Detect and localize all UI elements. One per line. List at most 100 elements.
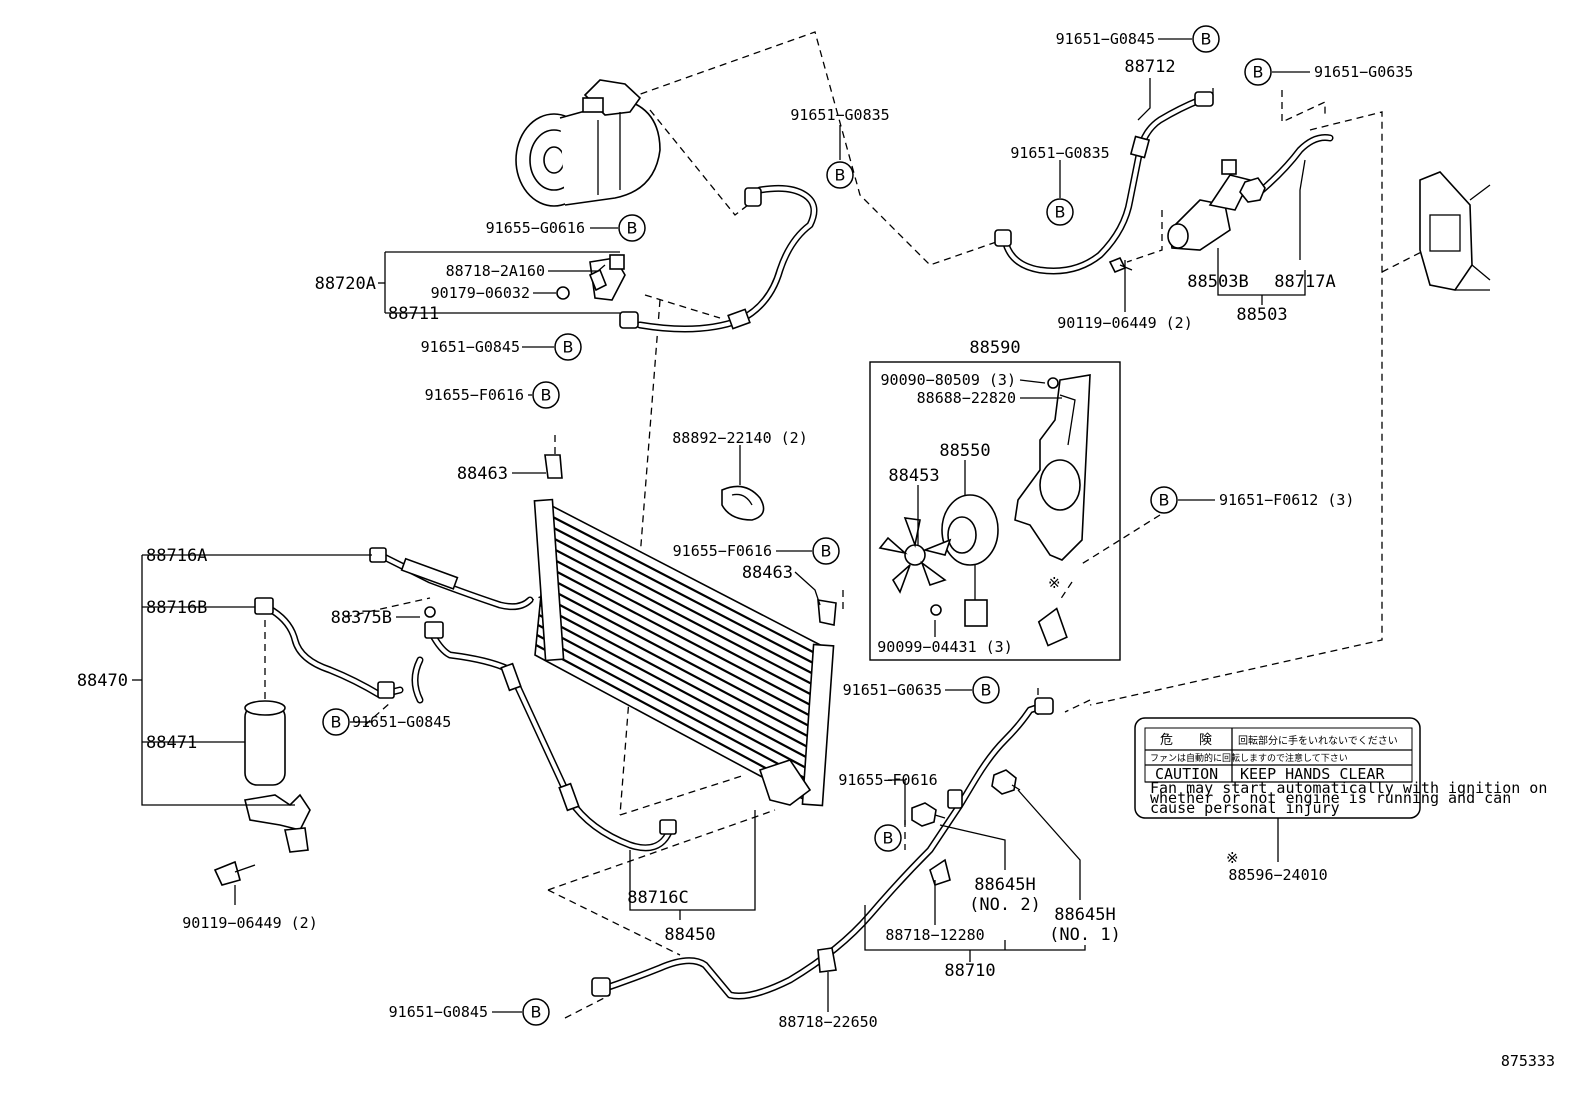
svg-text:B: B (835, 166, 846, 185)
condenser-fin (535, 644, 808, 791)
b-callout: B (1046, 198, 1074, 226)
pipe-88716B (254, 597, 436, 699)
bracket-88463-a (544, 454, 563, 479)
receiver-dryer (213, 700, 311, 886)
leader-lines (132, 38, 1310, 1013)
b-callout: B (972, 676, 1000, 704)
svg-text:B: B (981, 681, 992, 700)
warning-keep-hands: KEEP HANDS CLEAR (1240, 765, 1385, 783)
b-callout: B (554, 333, 582, 361)
note-mark-label: ※ (1226, 849, 1239, 867)
switch-88645H-no2 (911, 802, 946, 827)
label-91655-F0616-b: 91655−F0616 (673, 542, 772, 560)
warning-jp-line2: ファンは自動的に回転しますので注意して下さい (1150, 752, 1348, 764)
label-91651-G0845-top: 91651−G0845 (1056, 30, 1155, 48)
b-callout: B (874, 824, 902, 852)
b-callout: B (826, 161, 854, 189)
label-88375B: 88375B (331, 608, 392, 628)
condenser-fin (537, 624, 811, 771)
label-no1: (NO. 1) (1049, 925, 1121, 945)
label-91651-G0845-low: 91651−G0845 (352, 713, 451, 731)
svg-text:B: B (1055, 203, 1066, 222)
warning-en-line3: cause personal injury (1150, 799, 1340, 817)
body-panel (1419, 171, 1491, 291)
switch-88645H-no1 (991, 769, 1021, 795)
svg-text:B: B (627, 219, 638, 238)
label-88463-a: 88463 (457, 464, 508, 484)
label-88720A: 88720A (315, 274, 376, 294)
condenser-fin (541, 584, 818, 731)
condenser-fin (542, 574, 819, 721)
condenser-fin (536, 634, 809, 781)
clamp-88718-22650 (817, 947, 837, 973)
note-mark-fan: ※ (1048, 574, 1061, 592)
b-callout: B (1150, 486, 1178, 514)
label-88450: 88450 (664, 925, 715, 945)
compressor (515, 79, 661, 207)
warning-en-line2: whether or not engine is running and can (1150, 789, 1511, 807)
svg-text:B: B (541, 386, 552, 405)
label-91651-G0845-mid: 91651−G0845 (421, 338, 520, 356)
label-88590: 88590 (969, 338, 1020, 358)
warning-caution: CAUTION (1155, 765, 1218, 783)
b-callout: B (532, 381, 560, 409)
condenser-fin (538, 614, 813, 761)
label-90179-06032: 90179−06032 (431, 284, 530, 302)
hose-88711 (619, 184, 818, 333)
b-callout: B (618, 214, 646, 242)
b-callout: B (1192, 25, 1220, 53)
label-88503: 88503 (1236, 305, 1287, 325)
label-no2: (NO. 2) (969, 895, 1041, 915)
label-88645H-no2: 88645H (974, 875, 1035, 895)
label-91655-F0616-c: 91655−F0616 (838, 771, 937, 789)
condenser-fin (544, 554, 823, 701)
svg-text:B: B (331, 713, 342, 732)
label-88688-22820: 88688−22820 (917, 389, 1016, 407)
condenser-fin (546, 534, 826, 681)
fan-assembly-box (869, 361, 1121, 661)
label-88503B: 88503B (1187, 272, 1248, 292)
label-91655-G0616: 91655−G0616 (486, 219, 585, 237)
bracket-88463-b (817, 599, 837, 626)
label-91655-F0616-a: 91655−F0616 (425, 386, 524, 404)
condenser-fin (540, 594, 816, 741)
label-88716C: 88716C (627, 888, 688, 908)
label-91651-F0612: 91651−F0612 (3) (1219, 491, 1354, 509)
label-88712: 88712 (1124, 57, 1175, 77)
warning-jp-word: 危 険 (1160, 733, 1212, 748)
label-88471: 88471 (146, 733, 197, 753)
label-91651-G0835-a: 91651−G0835 (790, 106, 889, 124)
valve-88503 (1108, 134, 1334, 274)
svg-text:B: B (531, 1003, 542, 1022)
svg-text:B: B (1201, 30, 1212, 49)
label-88463-b: 88463 (742, 563, 793, 583)
warning-jp-line1: 回転部分に手をいれないでください (1238, 734, 1398, 747)
label-88718-2A160: 88718−2A160 (446, 262, 545, 280)
b-callout: B (322, 708, 350, 736)
b-callouts: B B B B B B B B B B B B B (322, 25, 1272, 1026)
label-88717A: 88717A (1274, 272, 1335, 292)
label-88453: 88453 (888, 466, 939, 486)
label-88645H-no1: 88645H (1054, 905, 1115, 925)
condenser-fin (545, 544, 824, 691)
label-91651-G0835-b: 91651−G0835 (1010, 144, 1109, 162)
svg-text:B: B (1159, 491, 1170, 510)
part-labels: 91651−G0845 88712 91651−G0635 91651−G083… (77, 30, 1555, 1070)
label-88470: 88470 (77, 671, 128, 691)
condenser-fin (539, 604, 814, 751)
b-callout: B (812, 537, 840, 565)
label-88892-22140: 88892−22140 (2) (672, 429, 807, 447)
b-callout: B (1244, 58, 1272, 86)
pipe-88716C (411, 621, 677, 852)
fan-blade (878, 517, 952, 594)
label-90119-06449-bot: 90119−06449 (2) (182, 914, 317, 932)
condenser-fin (543, 564, 821, 711)
label-91651-G0635-mid: 91651−G0635 (843, 681, 942, 699)
svg-text:B: B (1253, 63, 1264, 82)
label-88550: 88550 (939, 441, 990, 461)
label-88716A: 88716A (146, 546, 207, 566)
label-91651-G0845-bot: 91651−G0845 (389, 1003, 488, 1021)
b-callout: B (522, 998, 550, 1026)
label-88716B: 88716B (146, 598, 207, 618)
